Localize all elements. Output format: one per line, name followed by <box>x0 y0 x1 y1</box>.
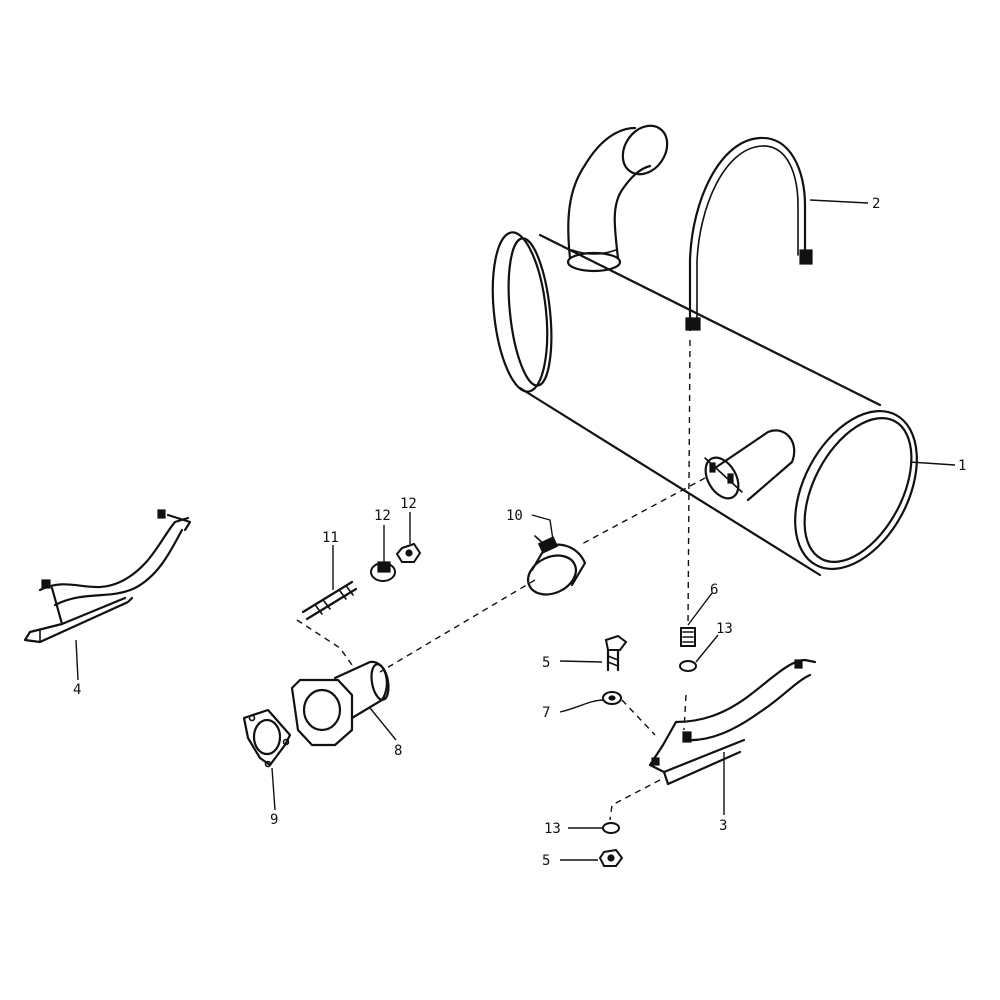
callout-2: 2 <box>872 196 880 212</box>
bracket-right <box>648 658 817 786</box>
washer-lower <box>602 822 620 834</box>
nut <box>395 542 422 563</box>
gasket <box>242 708 292 768</box>
callout-6: 6 <box>710 582 718 598</box>
callout-5-upper: 5 <box>542 655 550 671</box>
callout-9: 9 <box>270 812 278 828</box>
callout-8: 8 <box>394 743 402 759</box>
callout-11: 11 <box>322 530 339 546</box>
callout-10: 10 <box>506 508 523 524</box>
callout-3: 3 <box>719 818 727 834</box>
nut-with-washer <box>370 561 396 582</box>
nut-upper <box>680 627 696 647</box>
flange-pipe <box>290 660 390 747</box>
callout-13-upper: 13 <box>716 621 733 637</box>
exhaust-clamp <box>526 535 587 596</box>
washer-upper <box>679 660 697 672</box>
nut-lower <box>598 848 624 867</box>
callout-12-right: 12 <box>400 496 417 512</box>
lock-washer <box>602 691 622 705</box>
callout-12-left: 12 <box>374 508 391 524</box>
callout-5-lower: 5 <box>542 853 550 869</box>
assembly-lines <box>296 339 706 821</box>
u-bolt <box>685 136 813 332</box>
muffler <box>491 231 918 577</box>
stud <box>301 580 358 621</box>
bracket-left <box>23 509 192 644</box>
leader-lines <box>75 199 956 861</box>
muffler-inlet-stub <box>704 429 796 502</box>
callout-7: 7 <box>542 705 550 721</box>
callout-4: 4 <box>73 682 81 698</box>
callouts: 1 2 3 4 5 5 6 7 8 9 10 11 12 12 13 13 <box>73 196 966 869</box>
bolt <box>604 634 628 672</box>
callout-13-lower: 13 <box>544 821 561 837</box>
tailpipe-elbow <box>566 124 669 273</box>
callout-1: 1 <box>958 458 966 474</box>
